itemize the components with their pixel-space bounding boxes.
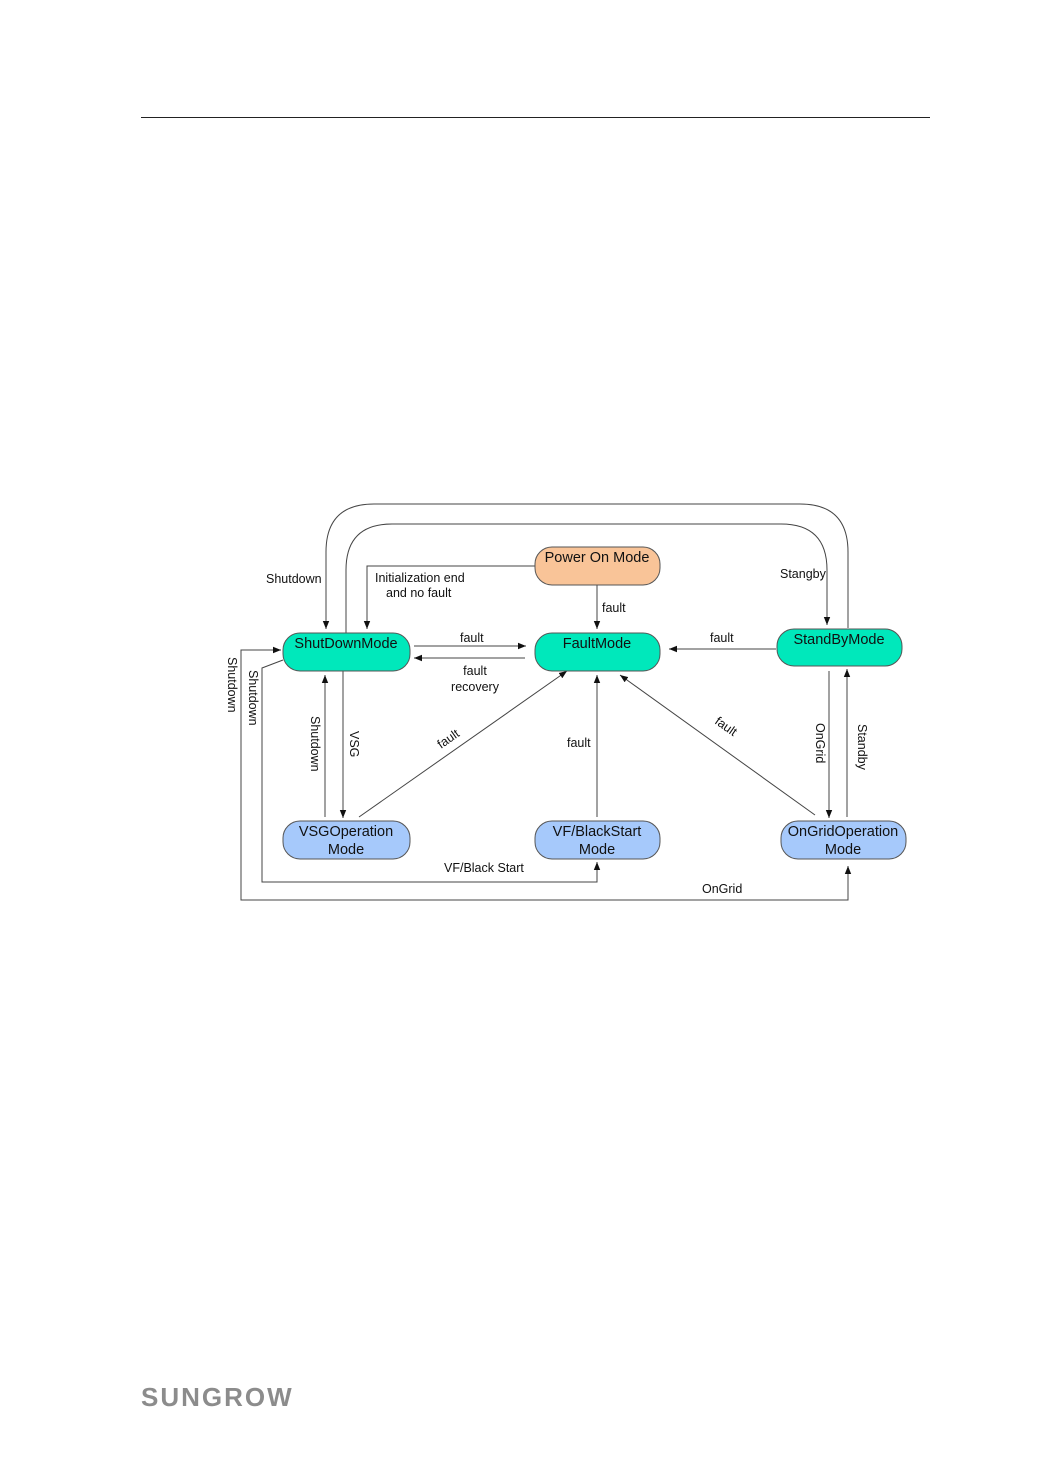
label-vsg: VSG bbox=[347, 731, 361, 757]
label-fault-recovery-2: recovery bbox=[451, 680, 500, 694]
node-vf-blackstart-line1: VF/BlackStart bbox=[553, 824, 642, 840]
label-init-end-1: Initialization end bbox=[375, 571, 465, 585]
label-ongrid-fault: fault bbox=[712, 714, 740, 739]
label-ongrid-vertical: OnGrid bbox=[813, 723, 827, 763]
node-ongrid-operation-line1: OnGridOperation bbox=[788, 824, 898, 840]
node-vsg-operation: VSGOperation Mode bbox=[283, 821, 410, 859]
node-fault-mode-label: FaultMode bbox=[563, 636, 632, 652]
label-outer-shutdown: Shutdown bbox=[225, 657, 239, 713]
label-init-end-2: and no fault bbox=[386, 586, 452, 600]
node-standby-mode: StandByMode bbox=[777, 629, 902, 666]
label-standby-vertical: Standby bbox=[855, 724, 869, 771]
node-vf-blackstart-line2: Mode bbox=[579, 842, 615, 858]
node-shutdown-mode-label: ShutDownMode bbox=[294, 636, 397, 652]
edge-outer-loop bbox=[241, 650, 848, 900]
sungrow-logo: SUNGROW bbox=[141, 1380, 301, 1414]
node-vsg-operation-line1: VSGOperation bbox=[299, 824, 393, 840]
edge-ongrid-fault bbox=[620, 675, 815, 815]
label-ongrid-bottom: OnGrid bbox=[702, 882, 742, 896]
label-poweron-fault: fault bbox=[602, 601, 626, 615]
label-fault-recovery-1: fault bbox=[463, 664, 487, 678]
node-power-on: Power On Mode bbox=[535, 547, 660, 585]
label-inner-shutdown: Shutdown bbox=[246, 670, 260, 726]
sungrow-logo-text: SUNGROW bbox=[141, 1382, 294, 1412]
label-vsg-shutdown: Shutdown bbox=[308, 716, 322, 772]
label-shutdown-to-fault: fault bbox=[460, 631, 484, 645]
label-standby-to-fault: fault bbox=[710, 631, 734, 645]
node-vsg-operation-line2: Mode bbox=[328, 842, 364, 858]
node-standby-mode-label: StandByMode bbox=[793, 632, 884, 648]
label-shutdown-top: Shutdown bbox=[266, 572, 322, 586]
label-stangby-top: Stangby bbox=[780, 567, 827, 581]
node-shutdown-mode: ShutDownMode bbox=[283, 633, 410, 671]
node-vf-blackstart: VF/BlackStart Mode bbox=[535, 821, 660, 859]
node-power-on-label: Power On Mode bbox=[545, 550, 650, 566]
label-vf-black-start: VF/Black Start bbox=[444, 861, 524, 875]
node-ongrid-operation: OnGridOperation Mode bbox=[781, 821, 906, 859]
label-vf-fault: fault bbox=[567, 736, 591, 750]
node-ongrid-operation-line2: Mode bbox=[825, 842, 861, 858]
node-fault-mode: FaultMode bbox=[535, 633, 660, 671]
